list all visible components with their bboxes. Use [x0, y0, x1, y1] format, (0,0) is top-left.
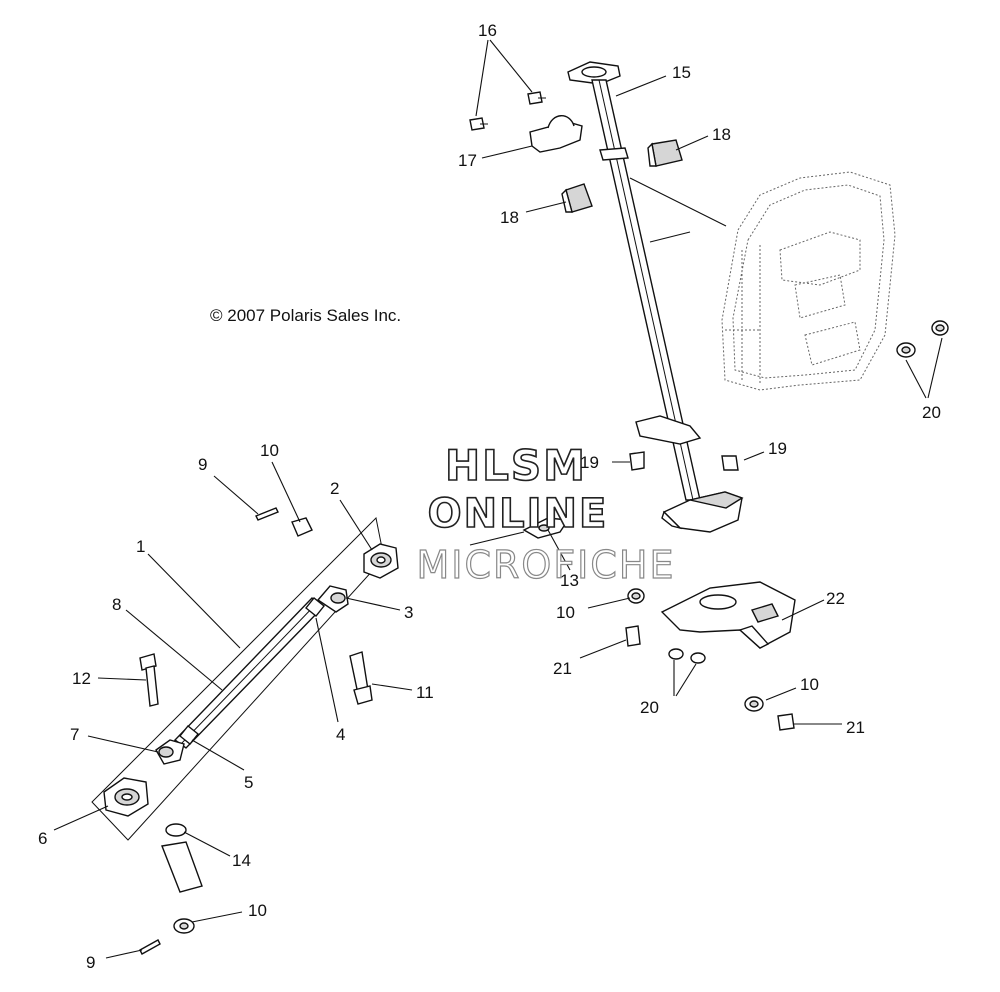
callout-13: 13: [560, 571, 579, 590]
callout-17: 17: [458, 151, 477, 170]
callout-10-right: 10: [556, 603, 575, 622]
callout-14: 14: [232, 851, 251, 870]
bushing-2: [363, 543, 399, 579]
callout-12: 12: [72, 669, 91, 688]
callout-20-lower: 20: [640, 698, 659, 717]
watermark-line2: ONLINE: [428, 491, 609, 537]
callout-15: 15: [672, 63, 691, 82]
bushing-6: [103, 777, 149, 817]
callout-3: 3: [404, 603, 413, 622]
callout-5: 5: [244, 773, 253, 792]
callout-10-lower-right: 10: [800, 675, 819, 694]
callout-8: 8: [112, 595, 121, 614]
nut-10b: [627, 588, 645, 604]
pin-9a: [255, 507, 279, 521]
pin-9b: [139, 939, 161, 955]
bolt-11: [349, 651, 373, 705]
nut-10d: [173, 918, 195, 934]
callout-10-upper: 10: [260, 441, 279, 460]
callout-9-upper: 9: [198, 455, 207, 474]
callout-20-upper: 20: [922, 403, 941, 422]
steering-bracket: [660, 581, 796, 649]
bushing-18-lower: [561, 183, 593, 213]
front-panel: [721, 171, 896, 391]
bolt-16b: [469, 117, 488, 131]
callout-labels: 16 15 17 18 18 20 19 19 13 22 10 21 10 2…: [38, 21, 941, 972]
callout-11: 11: [416, 683, 434, 702]
clamp-17: [529, 115, 583, 153]
nut-20c: [668, 648, 684, 660]
watermark-line3: MICROFICHE: [416, 543, 675, 587]
nut-20b: [931, 320, 949, 336]
callout-19-right: 19: [768, 439, 787, 458]
callout-22: 22: [826, 589, 845, 608]
nut-10a: [291, 517, 313, 537]
callout-7: 7: [70, 725, 79, 744]
copyright-text: © 2007 Polaris Sales Inc.: [210, 306, 401, 325]
nut-20a: [896, 342, 916, 358]
callout-2: 2: [330, 479, 339, 498]
leader-lines: [53, 39, 943, 959]
plate-13: [522, 517, 570, 539]
bracket-14: [161, 823, 203, 893]
bolt-19a: [629, 451, 645, 471]
nut-10c: [744, 696, 764, 712]
callout-18-upper: 18: [712, 125, 731, 144]
bolt-19b: [721, 455, 739, 471]
bolt-21b: [777, 713, 795, 731]
watermark-line1: HLSM: [445, 441, 587, 490]
bushing-18-upper: [647, 139, 683, 167]
tie-rod: [155, 585, 349, 765]
nut-20d: [690, 652, 706, 664]
steering-column: [567, 61, 744, 533]
watermark: HLSM ONLINE MICROFICHE: [416, 440, 675, 587]
callout-10-lower: 10: [248, 901, 267, 920]
callout-6: 6: [38, 829, 47, 848]
bolt-12: [139, 653, 159, 707]
bolt-21a: [625, 625, 641, 647]
callout-1: 1: [136, 537, 145, 556]
callout-4: 4: [336, 725, 345, 744]
callout-16: 16: [478, 21, 497, 40]
callout-9-lower: 9: [86, 953, 95, 972]
callout-18-lower: 18: [500, 208, 519, 227]
callout-21-lower: 21: [846, 718, 865, 737]
callout-21-upper: 21: [553, 659, 572, 678]
bolt-16a: [527, 91, 546, 105]
callout-19-left: 19: [580, 453, 599, 472]
